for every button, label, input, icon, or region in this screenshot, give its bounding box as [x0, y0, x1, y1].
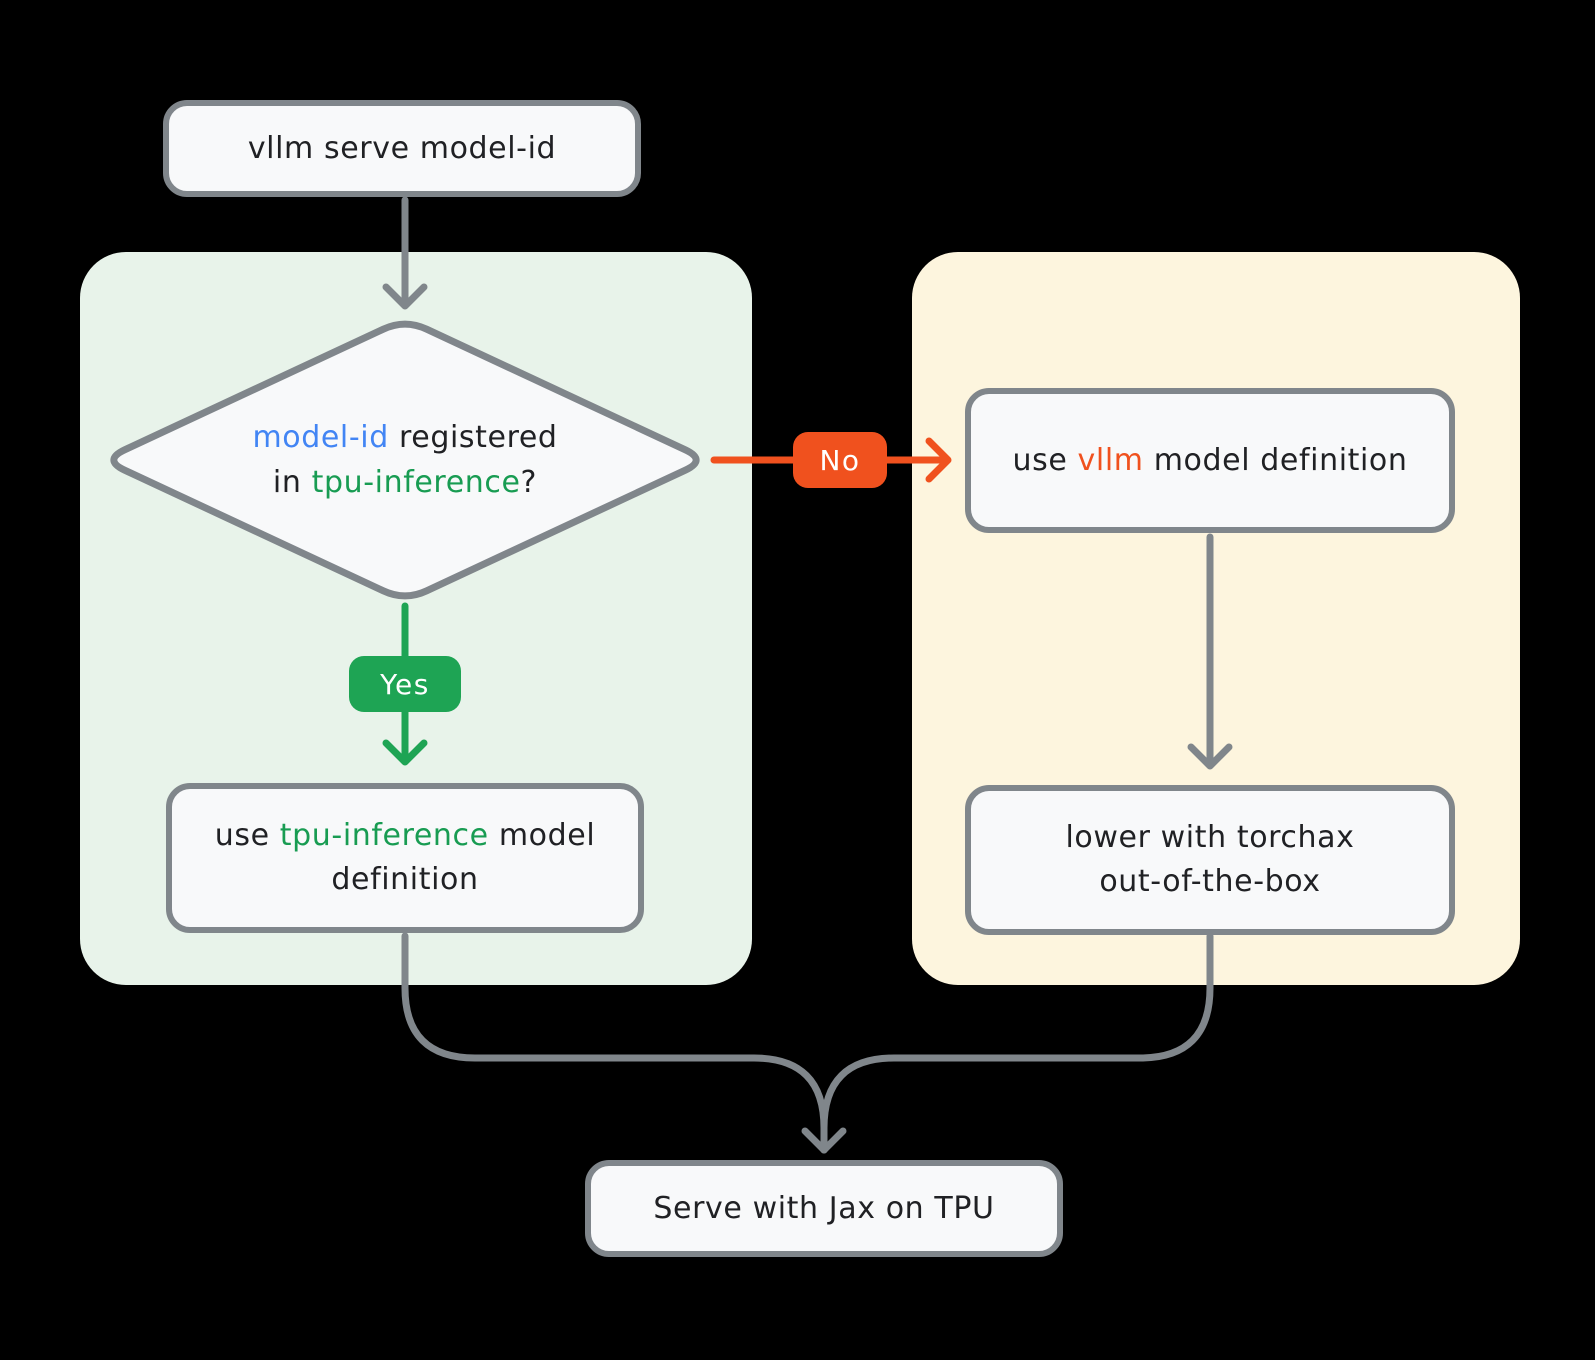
arrow-vllm-to-torchax — [1187, 533, 1233, 770]
start-node: vllm serve model-id — [163, 100, 641, 197]
tpu-inference-accent-text: tpu-inference — [279, 818, 489, 853]
end-node: Serve with Jax on TPU — [585, 1160, 1063, 1257]
yes-edge-label: Yes — [349, 656, 461, 712]
decision-diamond-shape — [110, 320, 700, 600]
merge-connector-left — [401, 932, 828, 1154]
arrow-start-to-decision — [382, 196, 428, 310]
decision-tpu-inference-text: tpu-inference — [311, 465, 521, 500]
start-node-label: vllm serve model-id — [247, 130, 557, 166]
decision-node-label: model-id registered in tpu-inference? — [252, 420, 558, 500]
tpu-inference-node: use tpu-inference model definition — [166, 783, 644, 933]
merge-connector-right — [820, 932, 1214, 1154]
torchax-node: lower with torchax out-of-the-box — [965, 785, 1455, 935]
decision-model-id-text: model-id — [252, 420, 389, 455]
no-edge-label: No — [793, 432, 887, 488]
vllm-definition-node: use vllm model definition — [965, 388, 1455, 533]
merge-arrowhead — [801, 1127, 847, 1154]
end-node-label: Serve with Jax on TPU — [653, 1190, 995, 1226]
vllm-accent-text: vllm — [1077, 442, 1144, 478]
